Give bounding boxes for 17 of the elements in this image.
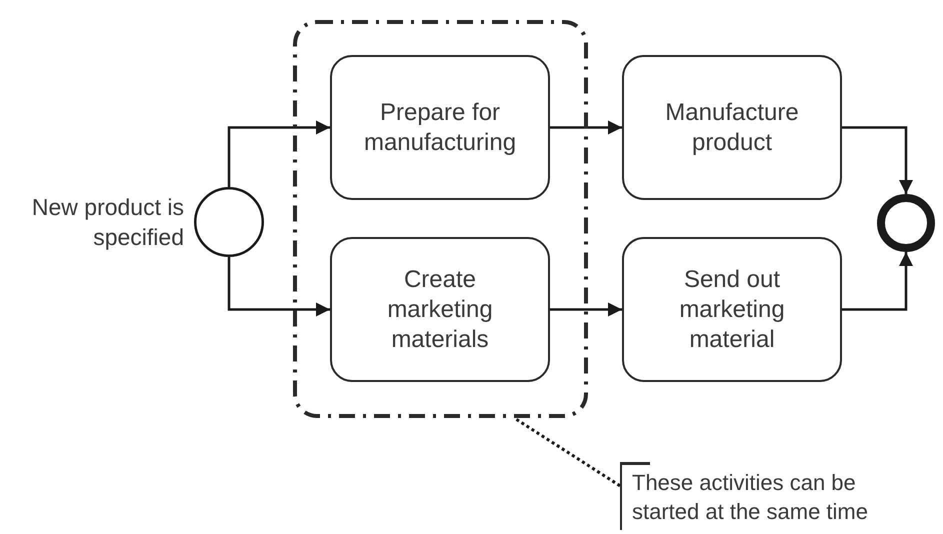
sequence-flow-arrow — [842, 126, 913, 194]
task-box — [330, 237, 550, 382]
annotation-text: These activities can be started at the same time — [632, 469, 869, 526]
event-label: New product is specified — [30, 193, 184, 252]
sequence-flow-arrow — [550, 302, 622, 316]
task-label: Prepare for manufacturing — [362, 98, 518, 158]
task-box — [330, 55, 550, 200]
task-box — [622, 55, 842, 200]
task-label: Send out marketing material — [678, 264, 786, 354]
task-label: Manufacture product — [664, 98, 800, 158]
sequence-flow-arrow — [550, 120, 622, 134]
task-box — [622, 237, 842, 382]
association-line — [513, 416, 621, 488]
sequence-flow-arrow — [228, 257, 330, 316]
task-label: Create marketing materials — [386, 264, 494, 354]
sequence-flow-arrow — [842, 252, 913, 311]
sequence-flow-arrow — [228, 120, 330, 187]
